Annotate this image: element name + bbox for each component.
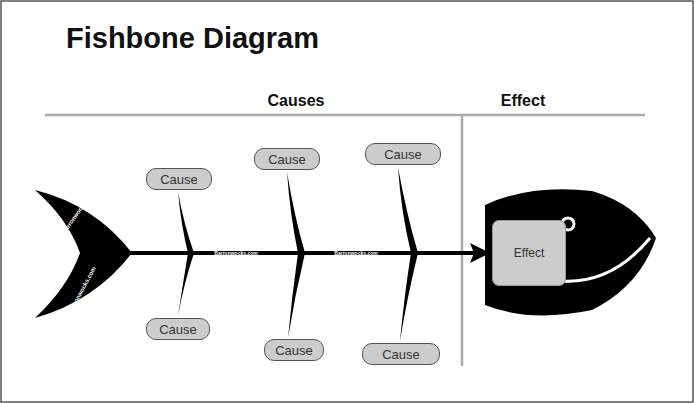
node-text: Cause bbox=[384, 147, 422, 162]
fish-mouth bbox=[562, 238, 650, 281]
section-heading: Causes bbox=[268, 93, 325, 109]
cause-box: Cause bbox=[146, 318, 210, 340]
node-text: Effect bbox=[514, 246, 544, 260]
divider-rule bbox=[461, 115, 464, 366]
header-rule bbox=[45, 114, 645, 117]
section-heading: Effect bbox=[501, 93, 545, 109]
bone bbox=[398, 167, 418, 341]
bone bbox=[287, 172, 305, 338]
effect-box: Effect bbox=[492, 220, 566, 286]
watermark: Barronwocks.com bbox=[334, 251, 377, 256]
node-text: Cause bbox=[160, 172, 198, 187]
watermark: Barronwocks.com bbox=[214, 251, 257, 256]
cause-box: Cause bbox=[254, 148, 320, 170]
diagram-title: Fishbone Diagram bbox=[66, 22, 319, 55]
node-text: Cause bbox=[159, 322, 197, 337]
fish-head bbox=[485, 189, 656, 315]
cause-box: Cause bbox=[365, 143, 441, 165]
bone bbox=[178, 192, 194, 316]
cause-box: Cause bbox=[146, 168, 212, 190]
cause-box: Cause bbox=[264, 339, 324, 361]
cause-box: Cause bbox=[362, 343, 440, 365]
node-text: Cause bbox=[382, 347, 420, 362]
node-text: Cause bbox=[268, 152, 306, 167]
node-text: Cause bbox=[275, 343, 313, 358]
